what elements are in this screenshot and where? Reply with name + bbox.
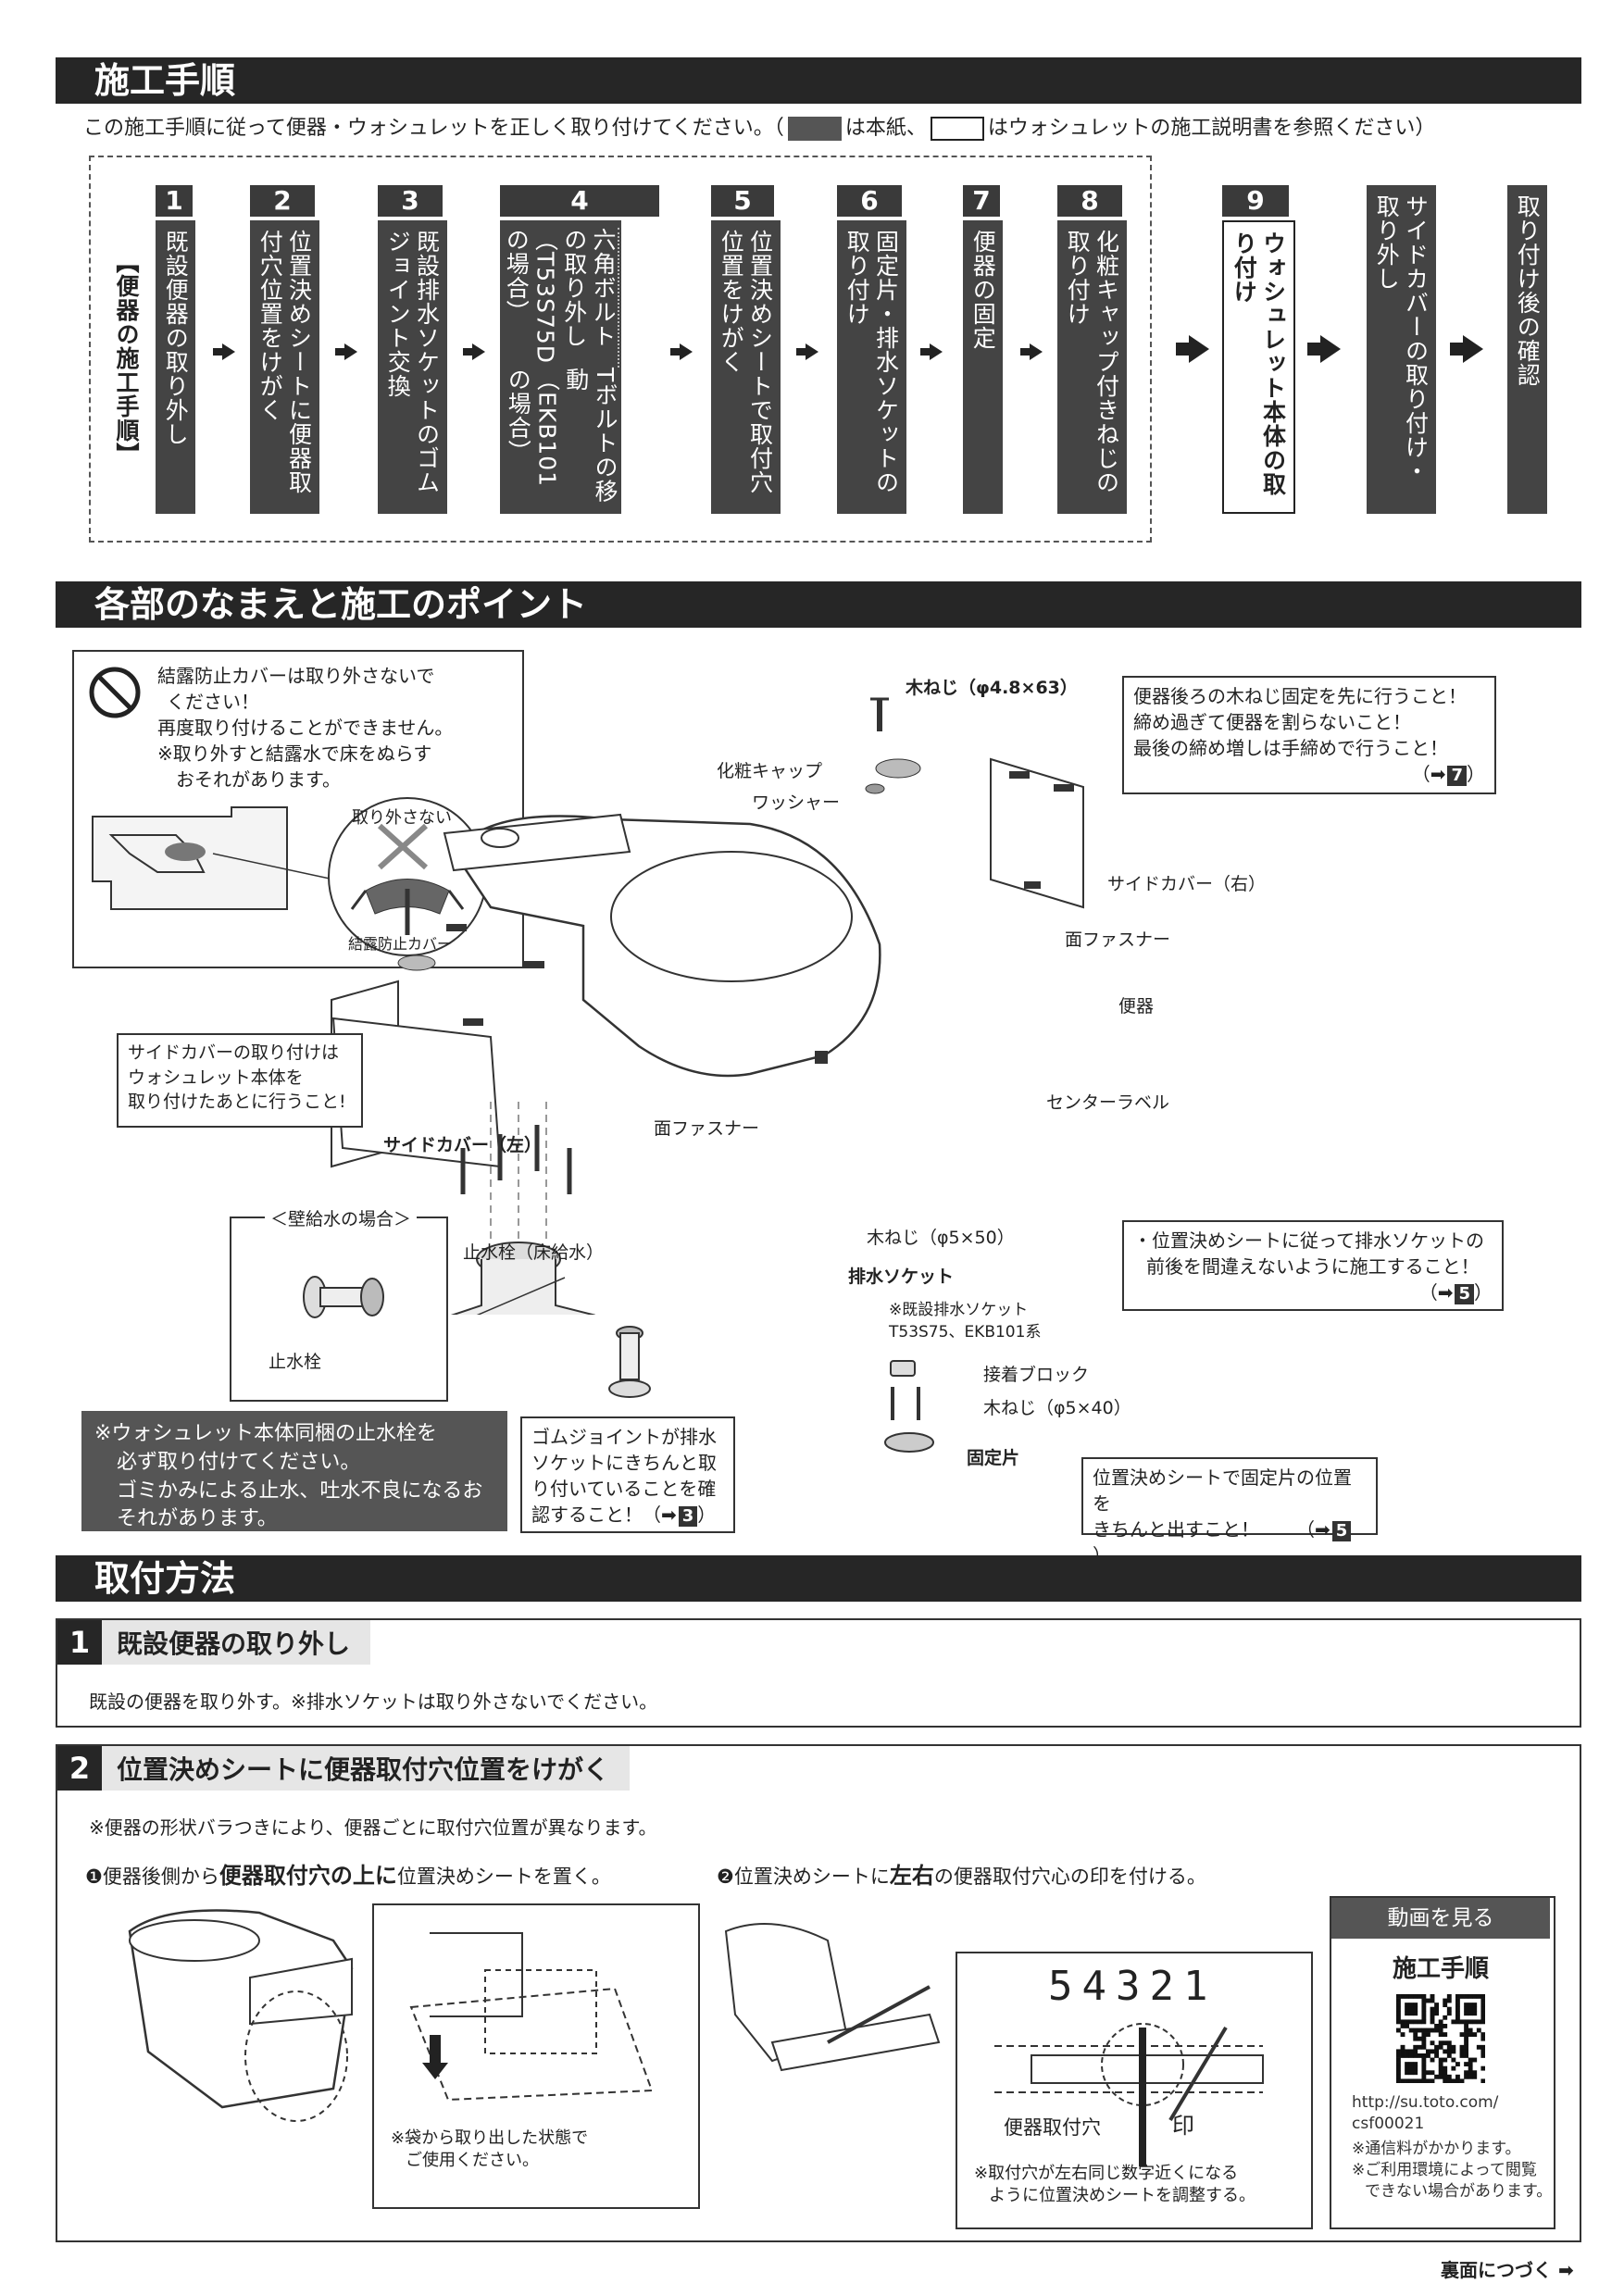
flow-step-4: 4 Tボルトの移動（EKB101の場合） 六角ボルトの取り外し（T53S75Dの…	[500, 185, 659, 514]
section-title-procedure: 施工手順	[56, 57, 1581, 104]
prohibited-icon	[89, 667, 141, 718]
flow-arrow	[335, 343, 357, 360]
flow-step-8: 8 化粧キャップ付きねじの取り付け	[1057, 185, 1127, 514]
flow-arrow	[1020, 343, 1043, 360]
gum-joint-note: ゴムジョイントが排水 ソケットにきちんと取 り付いていることを確 認すること！（…	[520, 1416, 735, 1533]
screw-fixing-note: 便器後ろの木ねじ固定を先に行うこと！ 締め過ぎて便器を割らないこと！ 最後の締め…	[1122, 676, 1496, 794]
flow-step-2: 2 位置決めシートに便器取付穴位置をけがく	[250, 185, 319, 514]
fixing-parts-illustration	[884, 1360, 934, 1453]
continue-on-back: 裏面につづく ➡	[1441, 2259, 1574, 2281]
flow-arrow-large	[1450, 335, 1483, 363]
marking-hand-illustration	[724, 1923, 941, 2072]
toilet-exploded-diagram	[331, 697, 1084, 1315]
section-title-part-names: 各部のなまえと施工のポイント	[56, 581, 1581, 628]
drain-socket-note: ・位置決めシートに従って排水ソケットの 前後を間違えないように施工すること！ （…	[1122, 1220, 1504, 1311]
video-panel: 動画を見る 施工手順 http://su.toto.com/ csf00021 …	[1330, 1896, 1555, 2229]
stop-valve-floor-illustration	[608, 1326, 651, 1398]
flow-step-9: 9 ウォシュレット本体の取り付け	[1222, 185, 1295, 514]
stop-valve-wall-illustration	[303, 1276, 384, 1318]
flow-arrow	[213, 343, 235, 360]
flow-arrow-large	[1307, 335, 1341, 363]
toilet-rear-illustration	[128, 1909, 354, 2122]
flow-step-side-cover: サイドカバーの取り付け・取り外し	[1367, 185, 1436, 514]
intro-text: この施工手順に従って便器・ウォシュレットを正しく取り付けてください。（は本紙、は…	[83, 117, 1436, 141]
group-label: 【便器の施工手順】	[113, 250, 140, 467]
flow-step-6: 6 固定片・排水ソケットの取り付け	[837, 185, 906, 514]
flow-arrow-large	[1176, 335, 1209, 363]
flow-step-3: 3 既設排水ソケットのゴムジョイント交換	[378, 185, 447, 514]
fixing-piece-note: 位置決めシートで固定片の位置を きちんと出すこと！（➡5）	[1081, 1457, 1378, 1566]
toilet-procedure-group	[89, 156, 1152, 543]
flow-arrow	[920, 343, 943, 360]
flow-arrow	[670, 343, 693, 360]
swatch-this-sheet	[787, 117, 842, 141]
sheet-placement-inset: ※袋から取り出した状態で ご使用ください。	[372, 1903, 700, 2209]
step2-panel: 2 位置決めシートに便器取付穴位置をけがく ※便器の形状バラつきにより、便器ごと…	[56, 1744, 1581, 2242]
flow-step-7: 7 便器の固定	[963, 185, 1004, 514]
section-title-install-method: 取付方法	[56, 1555, 1581, 1602]
flow-step-5: 5 位置決めシートで取付穴位置をけがく	[711, 185, 781, 514]
flow-arrow	[463, 343, 485, 360]
step1-panel: 1 既設便器の取り外し 既設の便器を取り外す。※排水ソケットは取り外さないでくだ…	[56, 1618, 1581, 1728]
stop-valve-note: ※ウォシュレット本体同梱の止水栓を 必ず取り付けてください。 ゴミかみによる止水…	[81, 1411, 507, 1531]
flow-step-1: 1 既設便器の取り外し	[156, 185, 196, 514]
wall-supply-box: 止水栓	[230, 1217, 448, 1402]
flow-step-final-check: 取り付け後の確認	[1507, 185, 1572, 514]
qr-code[interactable]	[1396, 1994, 1485, 2083]
marking-detail-inset: 54321 便器取付穴 印 ※取付穴が左右同じ数字近くになる ように位置決めシー…	[956, 1952, 1313, 2229]
swatch-washlet-manual	[930, 117, 984, 141]
video-url[interactable]: http://su.toto.com/	[1352, 2093, 1499, 2112]
flow-arrow	[796, 343, 818, 360]
side-cover-note: サイドカバーの取り付けは ウォシュレット本体を 取り付けたあとに行うこと!	[117, 1033, 363, 1128]
